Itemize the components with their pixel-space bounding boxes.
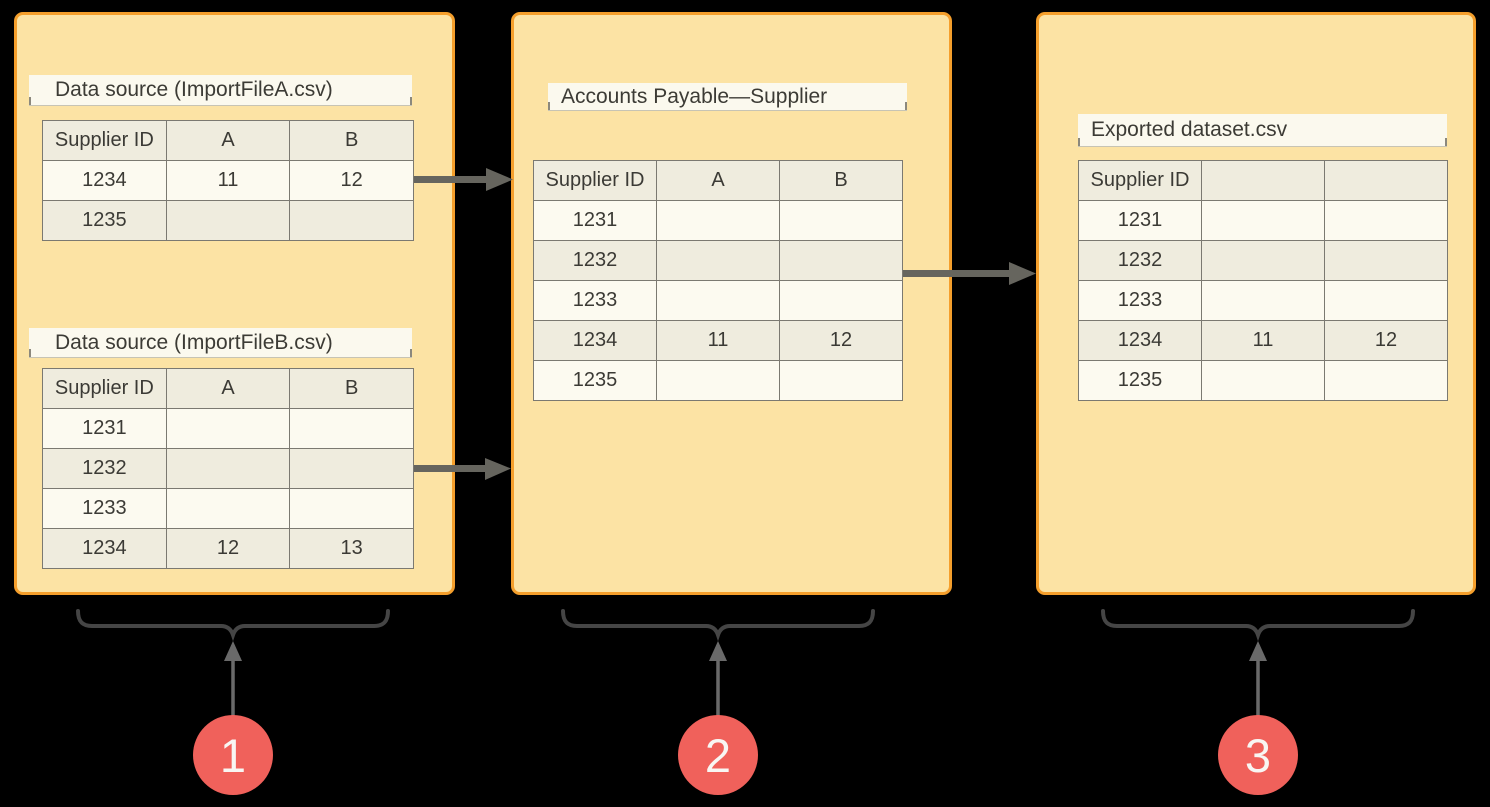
table-header-row: Supplier ID [1078,160,1448,201]
table-cell: 1233 [1078,280,1202,321]
table-cell: 1232 [42,448,167,489]
table-cell: 11 [656,320,780,361]
table-row: 1232 [42,448,414,489]
table-cell [289,448,414,489]
arrow-step-2-to-brace [709,641,727,716]
step-2-badge: 2 [678,715,758,795]
arrow-step-3-to-brace [1249,641,1267,716]
table-row: 1235 [1078,360,1448,401]
table-cell [656,240,780,281]
table-cell [1201,280,1325,321]
table-title-accounts-payable: Accounts Payable—Supplier [548,83,907,111]
table-cell [165,448,291,489]
table-cell [779,280,903,321]
brace-panel-2 [561,609,875,642]
table-cell [1201,200,1325,241]
table-cell [1324,280,1448,321]
table-cell [656,200,780,241]
table-row: 1233 [42,488,414,529]
table-row: 1232 [1078,240,1448,281]
table-row: 1233 [1078,280,1448,321]
table-cell [779,360,903,401]
table-row: 1232 [533,240,903,281]
table-row: 1235 [42,200,414,241]
table-cell [165,408,291,449]
table-cell [1324,200,1448,241]
table-cell [165,200,291,241]
table-header-cell: A [656,160,780,201]
table-cell: 1232 [1078,240,1202,281]
table-cell: 1231 [42,408,167,449]
table-cell [656,280,780,321]
table-cell: 13 [289,528,414,569]
table-header-cell: Supplier ID [533,160,657,201]
table-title-import-file-a: Data source (ImportFileA.csv) [29,75,412,106]
brace-panel-3 [1101,609,1415,642]
table-cell: 12 [289,160,414,201]
table-cell: 1233 [533,280,657,321]
brace-panel-1 [76,609,390,642]
table-cell [1201,360,1325,401]
table-cell: 1234 [1078,320,1202,361]
table-cell: 12 [779,320,903,361]
table-row: 1231 [42,408,414,449]
table-row: 1235 [533,360,903,401]
table-cell: 1231 [533,200,657,241]
table-title-import-file-b: Data source (ImportFileB.csv) [29,328,412,358]
table-header-cell: B [289,368,414,409]
table-cell: 1233 [42,488,167,529]
table-cell: 1231 [1078,200,1202,241]
table-cell [1324,240,1448,281]
table-cell: 1235 [1078,360,1202,401]
step-1-badge: 1 [193,715,273,795]
table-row: 1231 [533,200,903,241]
table-header-cell: A [165,368,291,409]
step-3-badge: 3 [1218,715,1298,795]
table-cell: 1234 [42,528,167,569]
table-cell: 12 [1324,320,1448,361]
table-header-cell: B [289,120,414,161]
table-cell: 1235 [533,360,657,401]
table-cell [289,488,414,529]
table-cell: 1234 [533,320,657,361]
table-header-cell [1201,160,1325,201]
table-cell [289,408,414,449]
table-cell [165,488,291,529]
table-header-cell: Supplier ID [42,368,167,409]
table-cell: 11 [1201,320,1325,361]
table-row: 1231 [1078,200,1448,241]
table-cell: 12 [165,528,291,569]
table-cell: 11 [165,160,291,201]
table-header-cell: Supplier ID [1078,160,1202,201]
table-cell [779,200,903,241]
table-header-cell: B [779,160,903,201]
table-cell: 1235 [42,200,167,241]
table-header-cell [1324,160,1448,201]
table-cell [779,240,903,281]
table-cell [656,360,780,401]
table-header-cell: A [165,120,291,161]
table-cell [1201,240,1325,281]
arrow-step-1-to-brace [224,641,242,716]
table-cell [1324,360,1448,401]
table-row: 1233 [533,280,903,321]
table-header-cell: Supplier ID [42,120,167,161]
table-cell: 1234 [42,160,167,201]
table-title-exported-dataset: Exported dataset.csv [1078,114,1447,147]
table-cell: 1232 [533,240,657,281]
table-cell [289,200,414,241]
